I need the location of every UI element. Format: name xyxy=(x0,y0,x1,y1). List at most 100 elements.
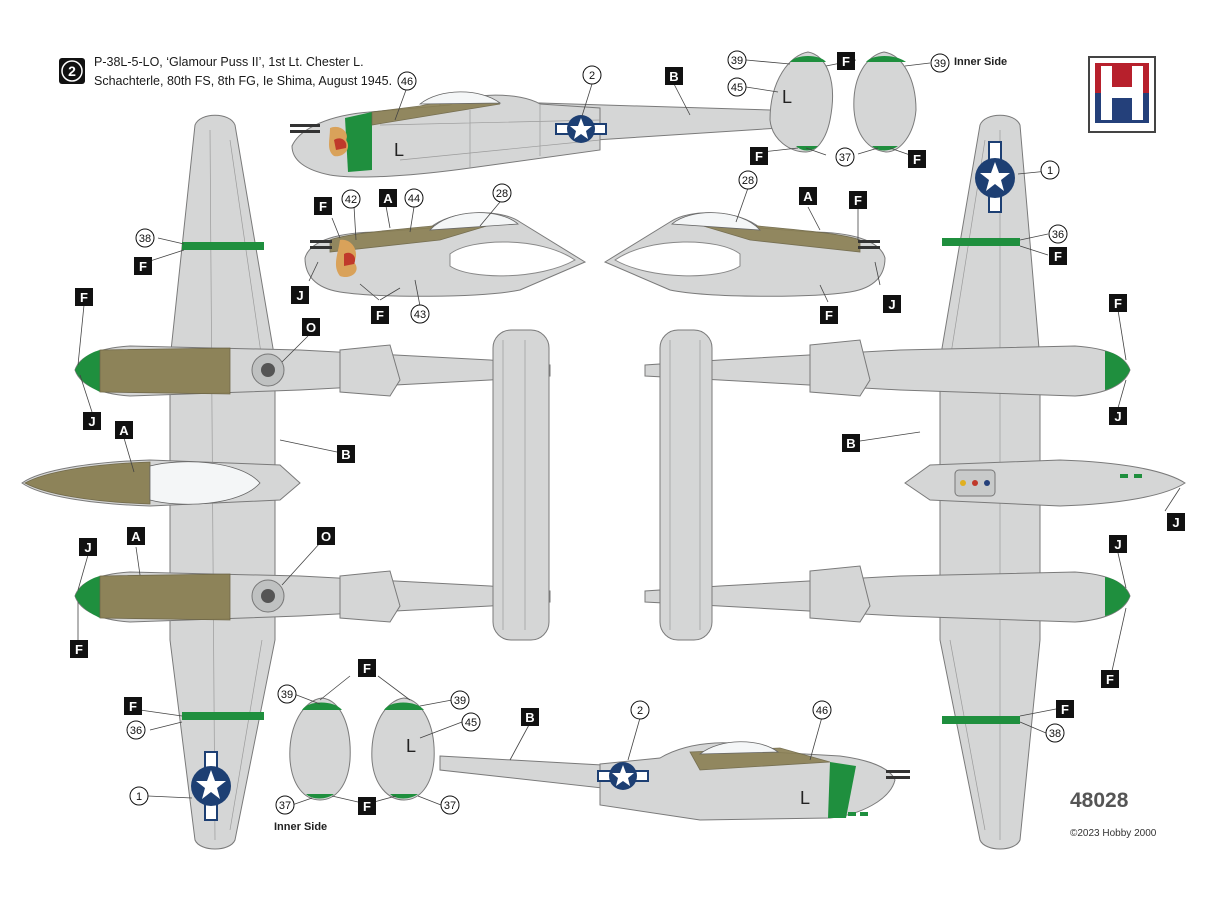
svg-text:44: 44 xyxy=(408,193,420,205)
svg-text:O: O xyxy=(306,320,316,335)
svg-text:F: F xyxy=(129,699,137,714)
svg-text:39: 39 xyxy=(731,55,743,67)
label-F: F xyxy=(1049,247,1067,265)
label-F: F xyxy=(1101,670,1119,688)
label-B: B xyxy=(337,445,355,463)
svg-text:F: F xyxy=(842,54,850,69)
label-O: O xyxy=(302,318,320,336)
decal-28: 28 xyxy=(492,183,512,203)
svg-text:F: F xyxy=(363,661,371,676)
label-B: B xyxy=(521,708,539,726)
decal-44: 44 xyxy=(404,188,424,208)
label-J: J xyxy=(83,412,101,430)
profile-title-line2: Schachterle, 80th FS, 8th FG, Ie Shima, … xyxy=(94,74,393,88)
svg-text:F: F xyxy=(80,290,88,305)
side-code-letter-2: L xyxy=(800,788,810,808)
svg-text:2: 2 xyxy=(589,70,595,82)
profile-title: P-38L-5-LO, ‘Glamour Puss II’, 1st Lt. C… xyxy=(94,53,392,91)
svg-text:2: 2 xyxy=(637,705,643,717)
leader-lines xyxy=(77,59,1181,806)
decal-2: 2 xyxy=(582,65,602,85)
decal-39: 39 xyxy=(277,684,297,704)
svg-text:B: B xyxy=(341,447,350,462)
svg-text:39: 39 xyxy=(454,695,466,707)
cockpit-closeup-right xyxy=(603,212,886,297)
fin-code-letter: L xyxy=(782,87,792,107)
bottom-view-right xyxy=(644,114,1186,850)
fin-outer-bottom: L xyxy=(371,697,435,801)
decal-39: 39 xyxy=(930,53,950,73)
label-F: F xyxy=(358,797,376,815)
svg-text:46: 46 xyxy=(816,705,828,717)
svg-text:A: A xyxy=(119,423,129,438)
svg-text:F: F xyxy=(75,642,83,657)
svg-text:F: F xyxy=(139,259,147,274)
decal-45: 45 xyxy=(461,712,481,732)
label-F: F xyxy=(358,659,376,677)
fin-inner-top xyxy=(853,51,917,153)
svg-text:A: A xyxy=(803,189,813,204)
svg-text:J: J xyxy=(84,540,91,555)
svg-text:37: 37 xyxy=(839,152,851,164)
svg-text:F: F xyxy=(854,193,862,208)
label-J: J xyxy=(1109,535,1127,553)
inner-side-label-top: Inner Side xyxy=(954,56,1008,68)
fin-code-letter-2: L xyxy=(406,736,416,756)
svg-text:F: F xyxy=(1054,249,1062,264)
svg-text:A: A xyxy=(383,191,393,206)
decal-36: 36 xyxy=(126,720,146,740)
decal-36: 36 xyxy=(1048,224,1068,244)
label-F: F xyxy=(124,697,142,715)
svg-text:B: B xyxy=(669,69,678,84)
label-F: F xyxy=(314,197,332,215)
label-J: J xyxy=(883,295,901,313)
label-A: A xyxy=(379,189,397,207)
label-F: F xyxy=(1056,700,1074,718)
cockpit-closeup-left xyxy=(304,212,587,297)
label-O: O xyxy=(317,527,335,545)
svg-text:46: 46 xyxy=(401,76,413,88)
svg-text:B: B xyxy=(846,436,855,451)
svg-text:F: F xyxy=(1106,672,1114,687)
svg-text:37: 37 xyxy=(279,800,291,812)
decal-37: 38 xyxy=(135,228,155,248)
copyright: ©2023 Hobby 2000 xyxy=(1070,828,1157,839)
side-code-letter: L xyxy=(394,140,404,160)
decal-1: 1 xyxy=(129,786,149,806)
label-F: F xyxy=(371,306,389,324)
svg-text:F: F xyxy=(1061,702,1069,717)
label-J: J xyxy=(1167,513,1185,531)
decal-46: 46 xyxy=(397,71,417,91)
svg-text:1: 1 xyxy=(136,791,142,803)
decal-45: 45 xyxy=(727,77,747,97)
label-J: J xyxy=(291,286,309,304)
svg-text:1: 1 xyxy=(1047,165,1053,177)
svg-text:F: F xyxy=(1114,296,1122,311)
svg-text:O: O xyxy=(321,529,331,544)
inner-side-label-bottom: Inner Side xyxy=(274,821,328,833)
label-J: J xyxy=(1109,407,1127,425)
svg-text:43: 43 xyxy=(414,309,426,321)
decal-number-labels: 46 2 39 45 39 37 42 44 28 43 28 38 36 1 … xyxy=(126,50,1068,815)
label-J: J xyxy=(79,538,97,556)
decal-46: 46 xyxy=(812,700,832,720)
svg-text:J: J xyxy=(296,288,303,303)
svg-text:J: J xyxy=(1172,515,1179,530)
svg-text:38: 38 xyxy=(1049,728,1061,740)
decal-39: 39 xyxy=(727,50,747,70)
svg-text:F: F xyxy=(319,199,327,214)
svg-text:F: F xyxy=(376,308,384,323)
svg-text:J: J xyxy=(888,297,895,312)
label-B: B xyxy=(665,67,683,85)
decal-39: 39 xyxy=(450,690,470,710)
profile-title-line1: P-38L-5-LO, ‘Glamour Puss II’, 1st Lt. C… xyxy=(94,55,364,69)
label-F: F xyxy=(75,288,93,306)
side-profile-left: L xyxy=(290,91,791,178)
label-A: A xyxy=(799,187,817,205)
label-B: B xyxy=(842,434,860,452)
decal-1: 1 xyxy=(1040,160,1060,180)
label-A: A xyxy=(115,421,133,439)
decal-42: 42 xyxy=(341,189,361,209)
svg-text:39: 39 xyxy=(281,689,293,701)
